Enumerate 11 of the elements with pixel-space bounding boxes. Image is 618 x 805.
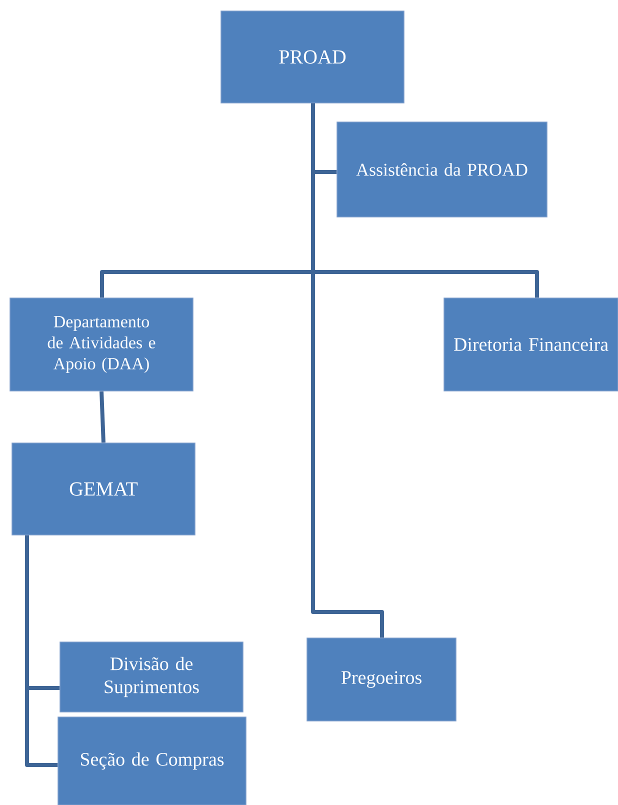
org-box: Diretoria Financeira xyxy=(444,298,618,392)
org-box: Seção de Compras xyxy=(58,716,246,805)
org-box: GEMAT xyxy=(12,442,196,536)
org-box: Divisão de Suprimentos xyxy=(60,642,244,712)
org-box: Assistência da PROAD xyxy=(336,122,548,218)
connector-line xyxy=(311,103,384,638)
connector-line xyxy=(25,535,58,767)
org-box: PROAD xyxy=(220,10,404,104)
org-box: Departamento de Atividades e Apoio (DAA) xyxy=(10,298,194,392)
connector-line xyxy=(100,391,106,443)
org-box: Pregoeiros xyxy=(306,638,456,722)
